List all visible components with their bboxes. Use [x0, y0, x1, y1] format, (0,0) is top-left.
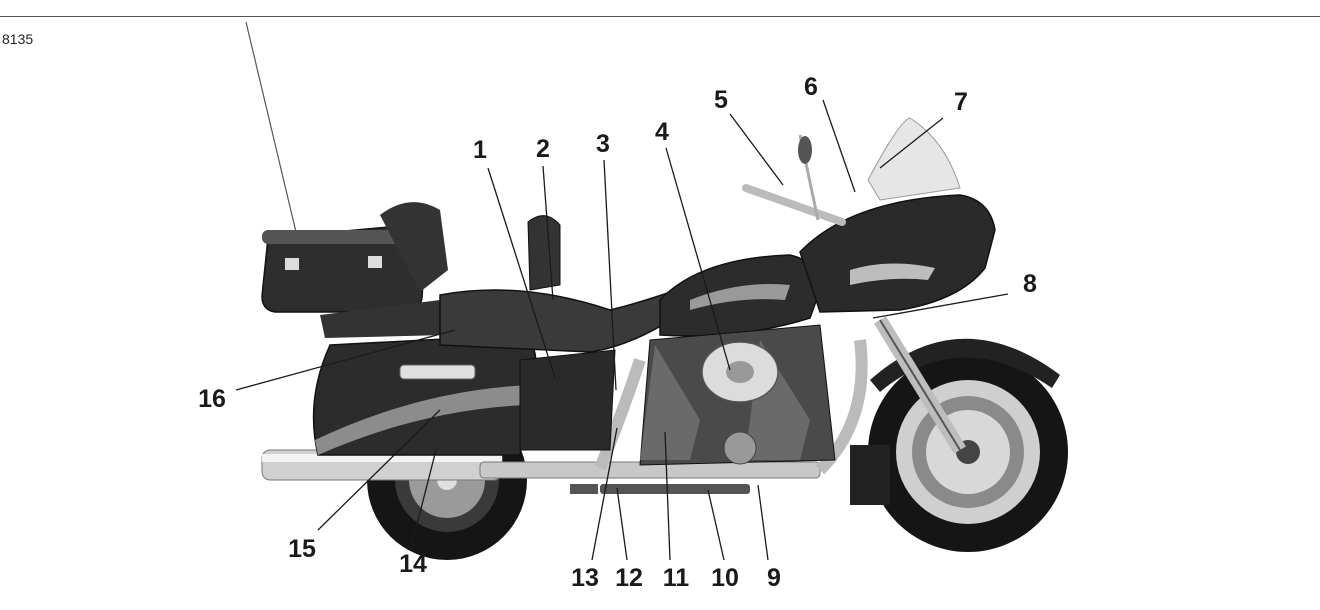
exhaust-system — [261, 339, 868, 481]
handlebar — [742, 134, 846, 226]
callout-6: 6 — [804, 73, 818, 101]
top-rule — [0, 16, 1320, 17]
leader-line-11 — [664, 431, 671, 561]
leader-line-15 — [317, 409, 441, 531]
leader-line-14 — [411, 449, 437, 545]
callout-9: 9 — [767, 564, 781, 592]
saddlebag-latch — [399, 364, 476, 380]
callout-4: 4 — [655, 118, 669, 146]
antenna — [245, 21, 297, 233]
callout-1: 1 — [473, 136, 487, 164]
callout-13: 13 — [571, 564, 599, 592]
side-cover — [519, 349, 616, 451]
callout-14: 14 — [399, 550, 427, 578]
callout-labels: 1 2 3 4 5 6 7 8 9 10 11 12 13 14 15 16 — [198, 73, 1037, 592]
leader-line-10 — [707, 489, 725, 561]
leader-line-8 — [872, 293, 1009, 319]
backrest — [527, 215, 561, 291]
callout-7: 7 — [954, 88, 968, 116]
leader-line-12 — [616, 487, 628, 561]
fairing — [799, 117, 996, 313]
fender-lower — [850, 445, 890, 505]
leader-line-3 — [603, 159, 617, 391]
front-fender — [870, 338, 1060, 392]
callout-8: 8 — [1023, 270, 1037, 298]
leader-line-6 — [822, 99, 856, 193]
motorcycle-illustration — [245, 21, 1068, 560]
leader-line-13 — [591, 427, 618, 561]
leader-line-9 — [757, 484, 769, 561]
leader-line-5 — [729, 113, 784, 186]
figure-id: 8135 — [2, 31, 34, 47]
leader-line-4 — [665, 147, 731, 371]
leader-line-7 — [879, 117, 944, 169]
leader-line-2 — [542, 165, 554, 301]
callout-10: 10 — [711, 564, 739, 592]
callout-5: 5 — [714, 86, 728, 114]
callout-15: 15 — [288, 535, 316, 563]
callout-16: 16 — [198, 385, 226, 413]
tour-pak — [261, 202, 448, 338]
front-wheel — [868, 352, 1068, 552]
floorboard — [600, 484, 750, 494]
seat — [439, 284, 702, 353]
windshield — [867, 117, 961, 201]
callout-3: 3 — [596, 130, 610, 158]
engine — [639, 324, 836, 466]
callout-2: 2 — [536, 135, 550, 163]
leader-line-1 — [487, 167, 556, 379]
callout-11: 11 — [663, 564, 690, 592]
leader-lines — [235, 99, 1009, 561]
callout-12: 12 — [615, 564, 643, 592]
leader-line-16 — [235, 329, 456, 391]
